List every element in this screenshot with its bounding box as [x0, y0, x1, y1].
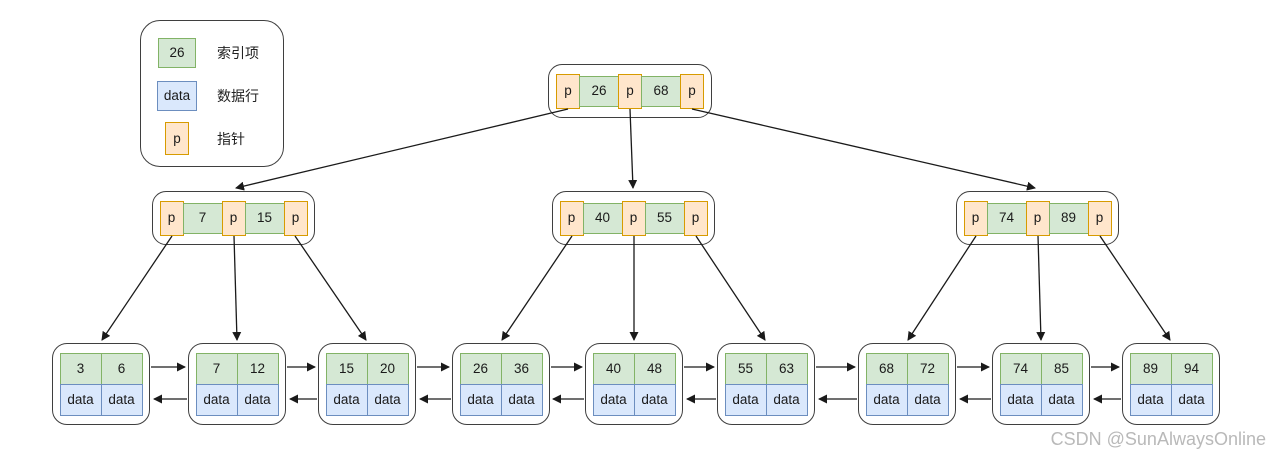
pointer-cell: p [683, 200, 708, 236]
pointer-cell: p [621, 200, 646, 236]
edge-internal-middle-to-leaf-6 [695, 235, 766, 341]
leaf-data-cell: data [765, 383, 808, 416]
edge-root-to-internal-middle [628, 108, 638, 189]
leaf-data-cell: data [459, 383, 502, 416]
leaf-data-cell: data [1040, 383, 1083, 416]
leaf-key-cell: 36 [500, 352, 543, 385]
leaf-node-5: 40 48 data data [585, 343, 683, 425]
pointer-cell: p [963, 200, 988, 236]
leaf-data-cell: data [366, 383, 409, 416]
legend-label-pointer: 指针 [217, 130, 245, 147]
legend-item-index: 26 索引项 [153, 31, 283, 74]
leaf-node-7: 68 72 data data [858, 343, 956, 425]
key-cell: 74 [986, 202, 1027, 234]
key-cell: 89 [1048, 202, 1089, 234]
pointer-cell: p [556, 73, 580, 109]
edge-internal-left-to-leaf-2 [232, 235, 242, 341]
leaf-data-cell: data [325, 383, 368, 416]
leaf-key-cell: 48 [633, 352, 676, 385]
key-cell: 40 [582, 202, 623, 234]
leaf-data-cell: data [592, 383, 635, 416]
leaf-key-cell: 26 [459, 352, 502, 385]
leaf-key-cell: 12 [236, 352, 279, 385]
pointer-cell: p [559, 200, 584, 236]
data-cell-sample: data [157, 80, 197, 111]
leaf-key-cell: 85 [1040, 352, 1083, 385]
leaf-key-cell: 7 [195, 352, 238, 385]
leaf-data-cell: data [500, 383, 543, 416]
edge-internal-right-to-leaf-7 [907, 235, 977, 341]
leaf-key-cell: 40 [592, 352, 635, 385]
legend: 26 索引项 data 数据行 p 指针 [140, 20, 284, 167]
leaf-data-cell: data [633, 383, 676, 416]
edge-internal-right-to-leaf-9 [1099, 235, 1171, 341]
pointer-cell: p [221, 200, 246, 236]
legend-label-index: 索引项 [217, 44, 259, 61]
leaf-key-cell: 89 [1129, 352, 1172, 385]
leaf-data-cell: data [906, 383, 949, 416]
leaf-node-8: 74 85 data data [992, 343, 1090, 425]
pointer-cell: p [1087, 200, 1112, 236]
pointer-cell: p [283, 200, 308, 236]
watermark: CSDN @SunAlwaysOnline [1050, 429, 1266, 449]
key-cell: 7 [182, 202, 223, 234]
leaf-node-6: 55 63 data data [717, 343, 815, 425]
leaf-data-cell: data [100, 383, 143, 416]
edge-root-to-internal-left [235, 108, 569, 191]
legend-label-data: 数据行 [217, 87, 259, 104]
leaf-data-cell: data [865, 383, 908, 416]
leaf-key-cell: 63 [765, 352, 808, 385]
leaf-node-9: 89 94 data data [1122, 343, 1220, 425]
leaf-data-cell: data [724, 383, 767, 416]
leaf-key-cell: 3 [59, 352, 102, 385]
leaf-data-cell: data [999, 383, 1042, 416]
edge-internal-left-to-leaf-1 [101, 235, 173, 341]
pointer-cell: p [1025, 200, 1050, 236]
internal-node-left: p 7 p 15 p [152, 191, 315, 245]
edge-root-to-internal-right [691, 108, 1036, 191]
legend-item-data: data 数据行 [153, 74, 283, 117]
edge-internal-left-to-leaf-3 [294, 235, 367, 341]
leaf-key-cell: 72 [906, 352, 949, 385]
index-cell-sample: 26 [158, 37, 196, 68]
key-cell: 26 [579, 75, 619, 107]
legend-item-pointer: p 指针 [153, 117, 283, 160]
root-node: p 26 p 68 p [548, 64, 712, 118]
leaf-data-cell: data [195, 383, 238, 416]
key-cell: 55 [644, 202, 685, 234]
key-cell: 15 [244, 202, 285, 234]
pointer-cell-sample: p [165, 122, 189, 155]
leaf-node-4: 26 36 data data [452, 343, 550, 425]
leaf-key-cell: 94 [1170, 352, 1213, 385]
leaf-data-cell: data [1170, 383, 1213, 416]
leaf-node-3: 15 20 data data [318, 343, 416, 425]
leaf-key-cell: 20 [366, 352, 409, 385]
leaf-data-cell: data [236, 383, 279, 416]
pointer-cell: p [618, 73, 642, 109]
pointer-cell: p [159, 200, 184, 236]
leaf-node-1: 3 6 data data [52, 343, 150, 425]
leaf-key-cell: 74 [999, 352, 1042, 385]
leaf-key-cell: 15 [325, 352, 368, 385]
leaf-data-cell: data [59, 383, 102, 416]
leaf-node-2: 7 12 data data [188, 343, 286, 425]
key-cell: 68 [641, 75, 681, 107]
pointer-cell: p [680, 73, 704, 109]
leaf-key-cell: 6 [100, 352, 143, 385]
leaf-data-cell: data [1129, 383, 1172, 416]
leaf-key-cell: 68 [865, 352, 908, 385]
leaf-key-cell: 55 [724, 352, 767, 385]
internal-node-middle: p 40 p 55 p [552, 191, 715, 245]
edge-internal-right-to-leaf-8 [1036, 235, 1046, 341]
internal-node-right: p 74 p 89 p [956, 191, 1119, 245]
edge-internal-middle-to-leaf-4 [501, 235, 573, 341]
